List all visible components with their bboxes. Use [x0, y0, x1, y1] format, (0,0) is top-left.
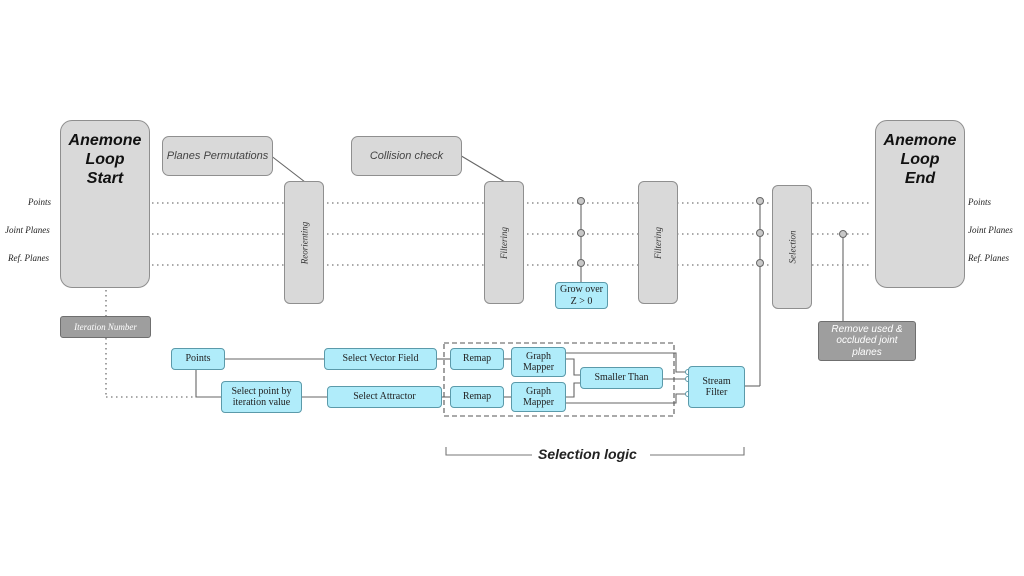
loop-end-line1: Anemone [883, 132, 957, 149]
filtering-label-1: Filtering [499, 226, 509, 259]
junction-dot [577, 229, 585, 237]
remap-node-2[interactable]: Remap [450, 386, 504, 408]
anemone-loop-end[interactable]: Anemone Loop End [875, 120, 965, 288]
collision-check-note: Collision check [351, 136, 462, 176]
reorienting-label: Reorienting [299, 221, 309, 264]
remove-used-line2: occluded joint [836, 335, 898, 347]
filtering-node-2[interactable]: Filtering [638, 181, 678, 304]
port-label-right-joint-planes: Joint Planes [968, 225, 1013, 235]
grow-over-line2: Z > 0 [570, 295, 593, 307]
loop-end-line2: Loop [900, 151, 940, 169]
reorienting-node[interactable]: Reorienting [284, 181, 324, 304]
remap-node-1[interactable]: Remap [450, 348, 504, 370]
anemone-loop-start[interactable]: Anemone Loop Start [60, 120, 150, 288]
junction-dot [839, 230, 847, 238]
graph-mapper-2-line2: Mapper [522, 397, 555, 408]
graph-mapper-node-2[interactable]: Graph Mapper [511, 382, 566, 412]
junction-dot [577, 259, 585, 267]
select-vector-field-node[interactable]: Select Vector Field [324, 348, 437, 370]
stream-filter-node[interactable]: Stream Filter [688, 366, 745, 408]
loop-start-line1: Anemone [68, 132, 142, 149]
loop-end-line3: End [904, 170, 936, 188]
planes-permutations-note: Planes Permutations [162, 136, 273, 176]
port-label-right-ref-planes: Ref. Planes [968, 253, 1009, 263]
select-point-node[interactable]: Select point by iteration value [221, 381, 302, 413]
graph-mapper-1-line2: Mapper [522, 362, 555, 373]
select-attractor-node[interactable]: Select Attractor [327, 386, 442, 408]
filtering-label-2: Filtering [653, 226, 663, 259]
junction-dot [577, 197, 585, 205]
loop-start-line2: Loop [85, 151, 125, 169]
graph-mapper-1-line1: Graph [525, 350, 551, 362]
port-label-left-ref-planes: Ref. Planes [8, 253, 49, 263]
select-point-line2: iteration value [232, 397, 291, 408]
stream-filter-line2: Filter [705, 387, 728, 398]
filtering-node-1[interactable]: Filtering [484, 181, 524, 304]
port-label-right-points: Points [968, 197, 992, 207]
loop-start-line3: Start [86, 170, 124, 188]
graph-mapper-node-1[interactable]: Graph Mapper [511, 347, 566, 377]
junction-dot [756, 259, 764, 267]
port-label-left-joint-planes: Joint Planes [5, 225, 50, 235]
points-node[interactable]: Points [171, 348, 225, 370]
selection-node[interactable]: Selection [772, 185, 812, 309]
remove-used-note: Remove used & occluded joint planes [818, 321, 916, 361]
junction-dot [756, 197, 764, 205]
selection-label: Selection [787, 230, 797, 264]
graph-mapper-2-line1: Graph [525, 385, 551, 397]
smaller-than-node[interactable]: Smaller Than [580, 367, 663, 389]
select-point-line1: Select point by [231, 385, 292, 397]
grow-over-line1: Grow over [559, 284, 604, 295]
grow-over-node[interactable]: Grow over Z > 0 [555, 282, 608, 309]
remove-used-line3: planes [852, 346, 882, 358]
iteration-number-node[interactable]: Iteration Number [60, 316, 151, 338]
remove-used-line1: Remove used & [831, 323, 903, 335]
selection-logic-label: Selection logic [532, 446, 643, 462]
junction-dot [756, 229, 764, 237]
stream-filter-line1: Stream [702, 375, 731, 387]
port-label-left-points: Points [28, 197, 52, 207]
